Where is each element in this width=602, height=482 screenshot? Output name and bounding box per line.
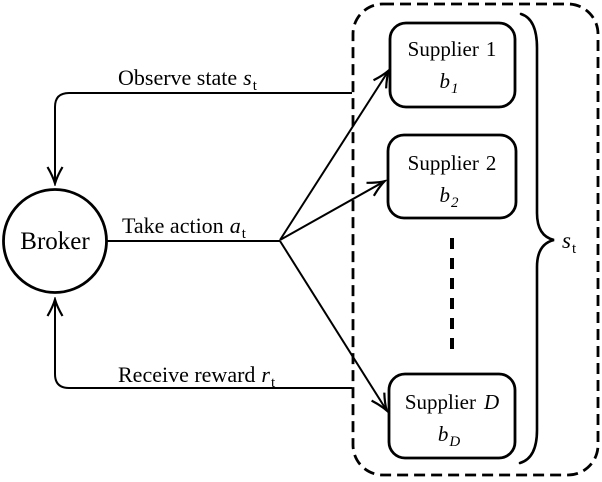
state-brace — [518, 12, 555, 465]
take-action-arrow-supplier-d — [279, 240, 387, 411]
broker-label: Broker — [20, 228, 90, 255]
supplier-d-value: bD — [438, 422, 461, 450]
take-action-arrow-supplier-1 — [279, 70, 389, 241]
supplier-1-value: b1 — [440, 69, 459, 97]
take-action-arrow-supplier-2 — [279, 181, 385, 241]
observe-state-arrow — [55, 92, 352, 184]
receive-reward-arrow — [55, 299, 352, 389]
supplier-system-dashed-border — [351, 2, 600, 477]
broker-node — [2, 188, 108, 294]
supplier-d-box — [387, 372, 517, 460]
supplier-2-box — [386, 133, 518, 220]
supplier-2-value: b2 — [440, 183, 460, 211]
supplier-1-box — [388, 21, 517, 109]
state-brace-label: st — [562, 228, 577, 257]
